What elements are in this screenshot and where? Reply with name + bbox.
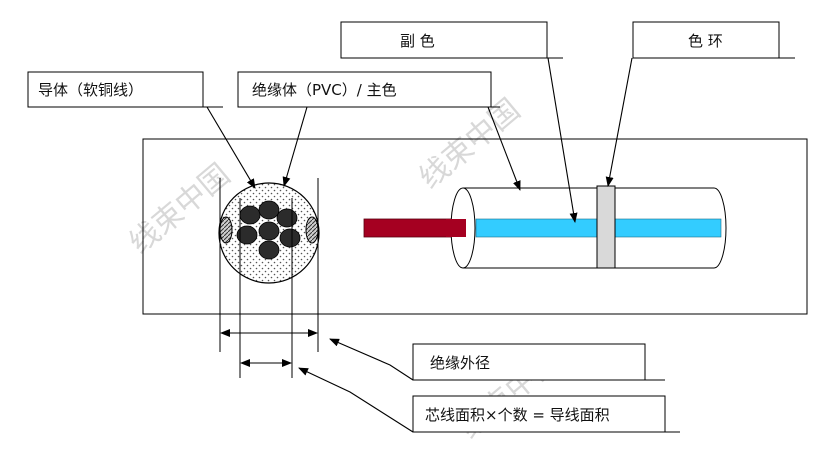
label-conductor-area: 芯线面积×个数 = 导线面积	[412, 395, 680, 433]
arrow-insulation-side	[487, 106, 521, 191]
cross-section	[218, 182, 320, 284]
arrow-conductor-area	[298, 367, 414, 433]
watermark-center: 线束中国	[413, 92, 527, 196]
label-insulation-text: 绝缘体（PVC）/ 主色	[252, 81, 397, 99]
color-ring-mark-right	[305, 216, 319, 244]
arrow-insulation-od	[329, 338, 414, 381]
arrow-secondary-color	[547, 57, 578, 223]
copper-strands	[236, 200, 301, 260]
dimension-lines	[219, 178, 319, 378]
conductor-core-stub	[363, 218, 461, 238]
color-ring-band	[596, 185, 616, 269]
label-color-ring: 色 环	[632, 21, 795, 59]
label-secondary-color-text: 副 色	[400, 32, 435, 50]
label-conductor-area-text: 芯线面积×个数 = 导线面积	[425, 406, 610, 424]
label-insulation-od-text: 绝缘外径	[430, 354, 490, 372]
label-conductor-text: 导体（软铜线）	[38, 81, 143, 99]
label-conductor: 导体（软铜线）	[27, 71, 223, 108]
arrow-conductor	[206, 106, 256, 189]
label-secondary-color: 副 色	[340, 21, 563, 59]
label-color-ring-text: 色 环	[688, 32, 723, 50]
label-insulation-od: 绝缘外径	[412, 343, 665, 381]
leader-arrows	[206, 57, 633, 433]
arrow-color-ring	[605, 57, 633, 187]
arrow-insulation-section	[282, 106, 308, 187]
diagram-frame	[142, 138, 808, 315]
label-insulation: 绝缘体（PVC）/ 主色	[237, 71, 500, 108]
wire-side-view	[363, 185, 727, 269]
color-ring-mark-left	[219, 216, 233, 244]
